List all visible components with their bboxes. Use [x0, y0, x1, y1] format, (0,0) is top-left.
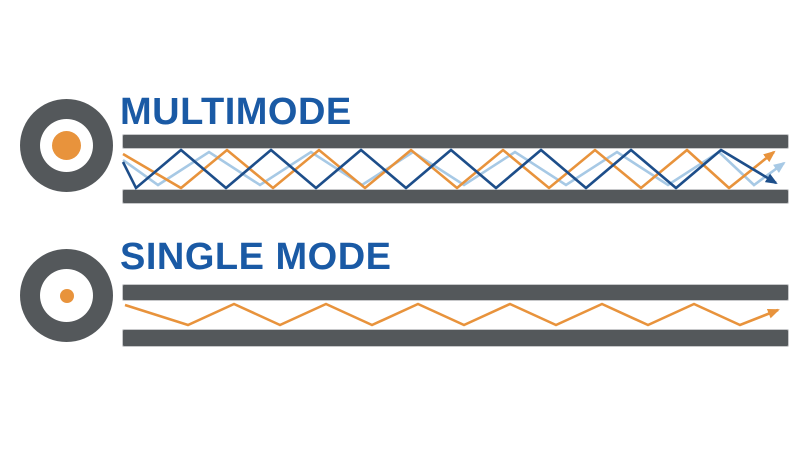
multimode-ray-lightblue: [122, 150, 786, 187]
multimode-ray-orange: [122, 148, 776, 190]
singlemode-fiber-cross-section: [20, 249, 113, 342]
singlemode-cladding-bottom-bar: [123, 330, 788, 346]
multimode-cladding-top-bar: [123, 135, 788, 148]
multimode-large-core-dot: [52, 131, 81, 160]
multimode-ray-navy: [121, 148, 778, 191]
singlemode-small-core-dot: [59, 288, 74, 303]
singlemode-ray-orange: [124, 302, 780, 327]
multimode-fiber-cross-section: [20, 99, 113, 192]
multimode-buffer-ring: [40, 119, 93, 172]
singlemode-cladding-top-bar: [123, 285, 788, 300]
singlemode-buffer-ring: [40, 269, 93, 322]
singlemode-title: SINGLE MODE: [120, 236, 392, 278]
multimode-cladding-bottom-bar: [123, 190, 788, 203]
multimode-title: MULTIMODE: [120, 91, 352, 133]
